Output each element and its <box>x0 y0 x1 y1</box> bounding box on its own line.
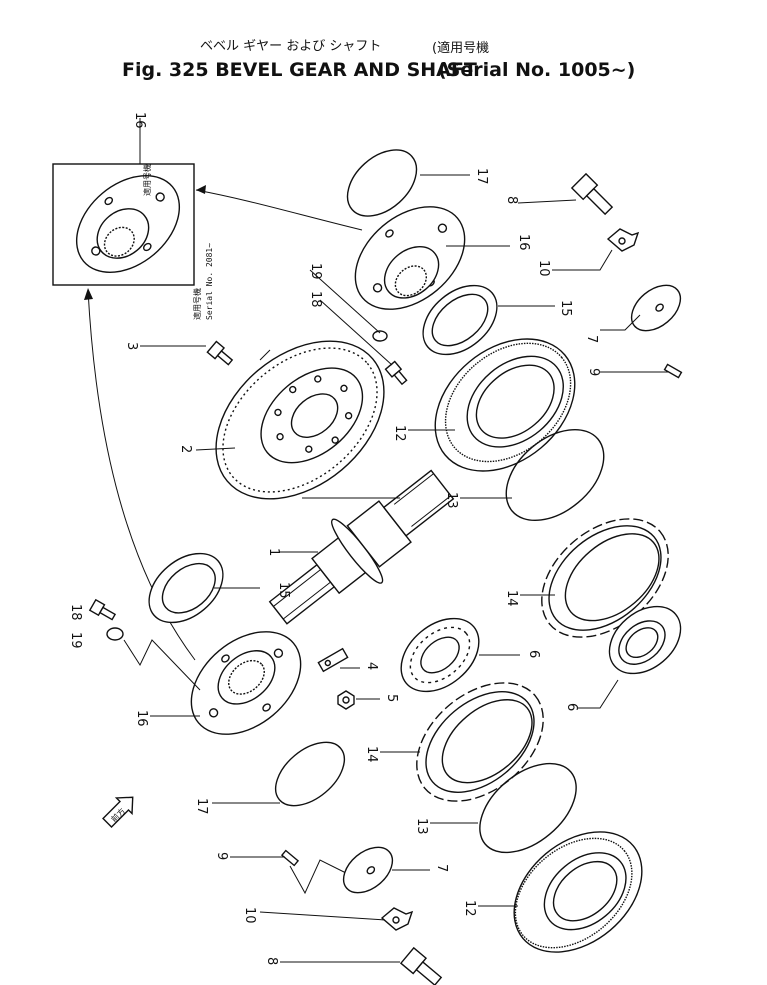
nut-5 <box>337 690 355 710</box>
callout-label: 10 <box>242 907 257 924</box>
bolt-3 <box>206 340 234 366</box>
pinion-shaft-1 <box>268 469 455 625</box>
callout-label: 2 <box>178 445 193 453</box>
callout-label: 3 <box>124 342 139 350</box>
inset-box: 適用号機 <box>52 163 195 286</box>
lock-plate-10-bottom <box>380 907 414 931</box>
callout-label: 15 <box>276 582 291 599</box>
washer-19-upper <box>372 330 388 342</box>
bearing-race-15-left <box>148 552 224 624</box>
adjusting-nut-14-upper <box>541 518 669 638</box>
washer-19-left <box>106 627 124 641</box>
callout-label: 17 <box>474 168 489 185</box>
arrow-head-left <box>84 288 93 300</box>
inset-note-jp: 適用号機 <box>142 164 152 196</box>
side-note-jp: 適用号機 <box>192 288 202 320</box>
arrow-head-top <box>196 185 206 194</box>
callout-label: 1 <box>266 548 281 556</box>
callout-label: 15 <box>558 300 573 317</box>
callouts: 16 17 8 16 10 19 18 15 7 3 9 12 2 13 1 1… <box>68 112 601 965</box>
bolt-18-left <box>88 598 117 621</box>
flange-16-left <box>190 631 302 735</box>
bearing-cone-6-right <box>608 605 682 675</box>
figure-title: Fig. 325 BEVEL GEAR AND SHAFT <box>122 59 477 81</box>
lock-plate-4 <box>317 647 349 673</box>
bearing-6-center <box>400 617 480 693</box>
o-ring-13-lower <box>479 762 577 854</box>
callout-label: 8 <box>264 957 279 965</box>
callout-label: 19 <box>68 632 83 649</box>
callout-label: 9 <box>586 368 601 376</box>
reference-arrow-top <box>195 189 363 231</box>
bevel-gear-2 <box>215 340 385 500</box>
callout-label: 10 <box>536 260 551 277</box>
bolt-8-top <box>570 172 614 216</box>
o-ring-17-bottom <box>274 741 346 807</box>
lock-plate-10-top <box>606 228 640 252</box>
callout-label: 9 <box>214 852 229 860</box>
callout-label: 6 <box>564 703 579 711</box>
callout-label: 16 <box>516 234 531 251</box>
washer-7-bottom <box>342 846 394 894</box>
o-ring-13-upper <box>505 428 605 522</box>
o-ring-17-top <box>346 149 418 217</box>
pin-9-bottom <box>280 849 300 867</box>
callout-label: 18 <box>308 291 323 308</box>
bolt-8-bottom <box>399 946 443 985</box>
bolt-18-upper <box>384 360 408 386</box>
adjusting-nut-14-lower <box>416 682 544 802</box>
callout-label: 13 <box>414 818 429 835</box>
title-japanese-serial: (適用号機 <box>432 40 489 56</box>
inset-flange-yoke <box>75 175 181 273</box>
callout-label: 6 <box>526 650 541 658</box>
leader-9-bottom <box>289 859 351 895</box>
callout-label: 7 <box>434 864 449 872</box>
bearing-cage-12-lower <box>513 831 643 953</box>
serial-range: (Serial No. 1005~) <box>438 59 635 81</box>
callout-label: 16 <box>134 710 149 727</box>
bearing-race-15-right <box>422 284 498 356</box>
flange-16-right <box>354 206 466 310</box>
callout-label: 8 <box>504 196 519 204</box>
leader-lines <box>139 118 668 963</box>
callout-label: 17 <box>194 798 209 815</box>
callout-label: 16 <box>132 112 147 129</box>
bearing-cage-12-upper <box>434 338 576 472</box>
callout-label: 18 <box>68 604 83 621</box>
callout-label: 7 <box>584 335 599 343</box>
direction-arrow <box>102 796 134 828</box>
callout-label: 14 <box>504 590 519 607</box>
callout-label: 13 <box>444 492 459 509</box>
callout-label: 5 <box>384 694 399 702</box>
callout-label: 12 <box>392 425 407 442</box>
callout-label: 4 <box>364 662 379 670</box>
washer-7-top <box>630 284 682 332</box>
callout-label: 19 <box>308 263 323 280</box>
title-japanese: ベベル ギヤー および シャフト <box>200 39 381 54</box>
side-note-serial: Serial No. 2081~ <box>205 243 214 320</box>
leader-19-left-flange <box>123 639 201 691</box>
callout-label: 12 <box>462 900 477 917</box>
pin-9-top <box>663 363 683 379</box>
callout-label: 14 <box>364 746 379 763</box>
